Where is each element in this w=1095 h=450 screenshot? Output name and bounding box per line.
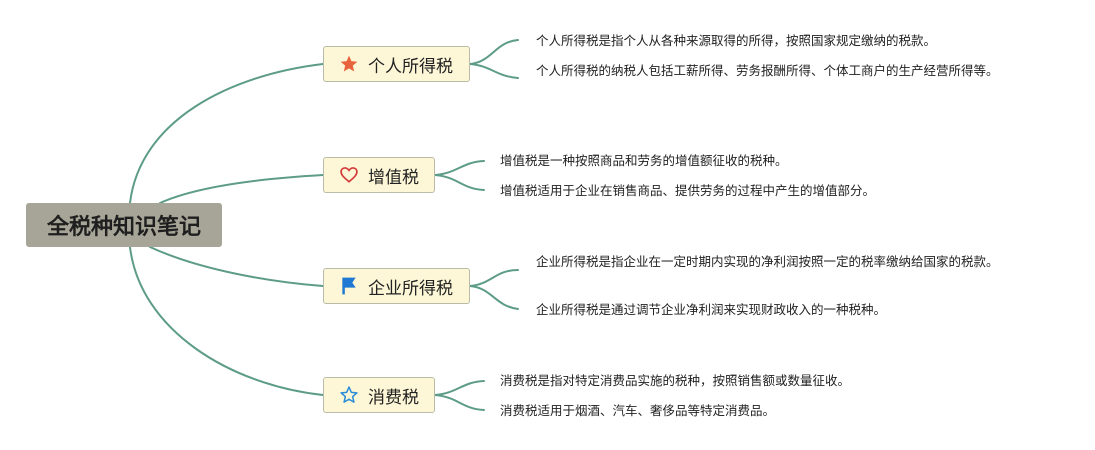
connector-topic-1-note-2 bbox=[469, 63, 519, 79]
note-text: 消费税适用于烟酒、汽车、奢侈品等特定消费品。 bbox=[500, 403, 776, 418]
note-text: 消费税是指对特定消费品实施的税种，按照销售额或数量征收。 bbox=[500, 373, 851, 388]
note-text: 增值税是一种按照商品和劳务的增值额征收的税种。 bbox=[500, 153, 788, 168]
connector-root-topic-4 bbox=[129, 246, 324, 396]
connector-root-topic-3 bbox=[149, 246, 324, 287]
note-text: 增值税适用于企业在销售商品、提供劳务的过程中产生的增值部分。 bbox=[500, 183, 876, 198]
root-topic[interactable]: 全税种知识笔记 bbox=[26, 203, 222, 247]
connector-topic-3-note-2 bbox=[469, 285, 519, 310]
connector-topic-2-note-1 bbox=[434, 160, 485, 176]
topic-corporate-income-tax[interactable]: 企业所得税 bbox=[323, 268, 470, 304]
topic-label: 企业所得税 bbox=[368, 278, 453, 299]
topic-value-added-tax[interactable]: 增值税 bbox=[323, 157, 435, 193]
star-icon bbox=[338, 53, 360, 75]
connector-topic-1-note-1 bbox=[469, 39, 519, 65]
note-text: 企业所得税是指企业在一定时期内实现的净利润按照一定的税率缴纳给国家的税款。 bbox=[536, 254, 999, 269]
topic-individual-income-tax[interactable]: 个人所得税 bbox=[323, 46, 470, 82]
heart-outline-icon bbox=[338, 164, 360, 186]
connector-root-topic-2 bbox=[159, 174, 324, 204]
topic-label: 增值税 bbox=[368, 167, 419, 188]
topic-consumption-tax[interactable]: 消费税 bbox=[323, 377, 435, 413]
topic-label: 个人所得税 bbox=[368, 56, 453, 77]
connector-topic-3-note-1 bbox=[469, 269, 519, 287]
connector-root-topic-1 bbox=[129, 63, 324, 204]
flag-icon bbox=[338, 275, 360, 297]
note-text: 个人所得税是指个人从各种来源取得的所得，按照国家规定缴纳的税款。 bbox=[536, 33, 937, 48]
connector-topic-4-note-2 bbox=[434, 394, 485, 411]
star-outline-icon bbox=[338, 384, 360, 406]
topic-label: 消费税 bbox=[368, 387, 419, 408]
note-text: 个人所得税的纳税人包括工薪所得、劳务报酬所得、个体工商户的生产经营所得等。 bbox=[536, 63, 999, 78]
connector-topic-2-note-2 bbox=[434, 174, 485, 191]
note-text: 企业所得税是通过调节企业净利润来实现财政收入的一种税种。 bbox=[536, 302, 887, 317]
connector-topic-4-note-1 bbox=[434, 380, 485, 396]
